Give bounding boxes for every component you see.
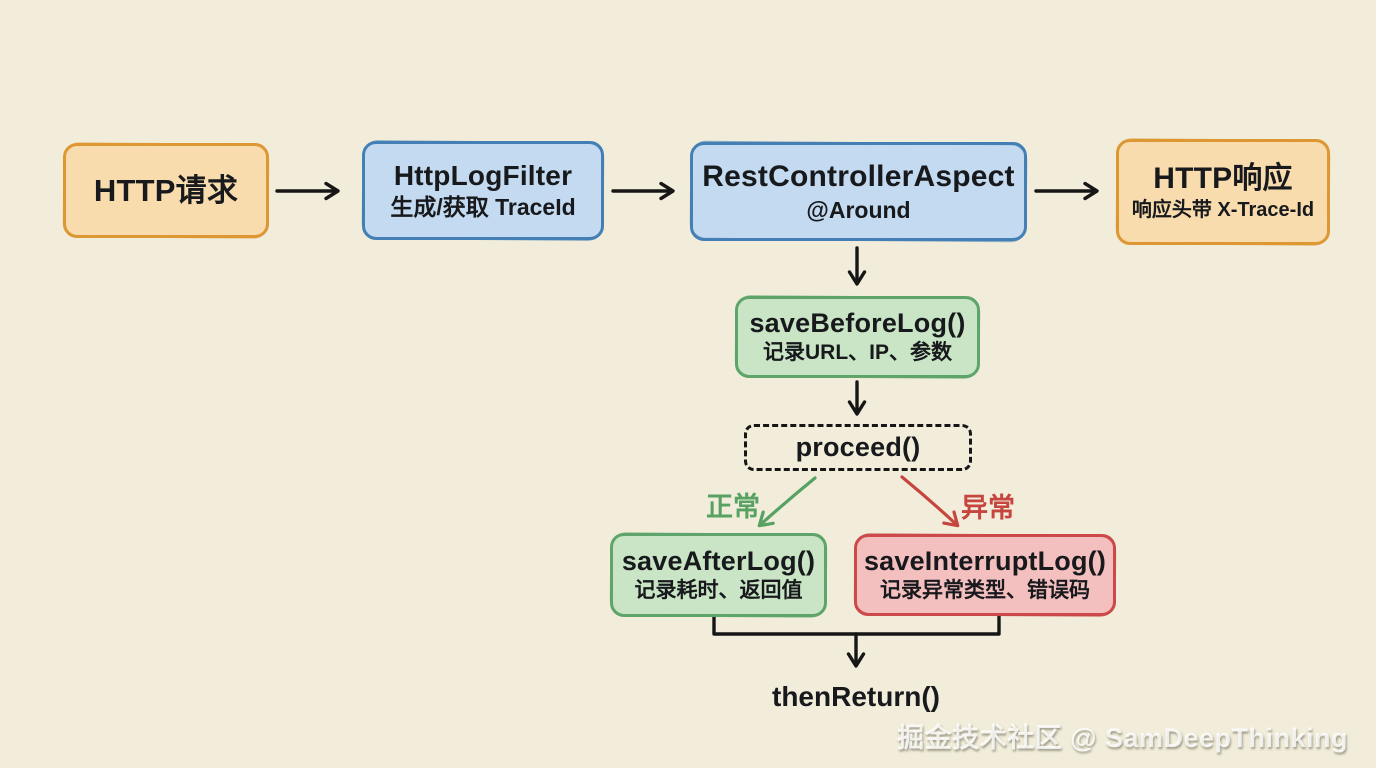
node-save-after-log: saveAfterLog() 记录耗时、返回值 (610, 533, 827, 617)
node-proceed-title: proceed() (795, 431, 921, 462)
node-save-before-log-subtitle: 记录URL、IP、参数 (763, 341, 952, 365)
node-save-before-log-title: saveBeforeLog() (749, 308, 966, 339)
node-save-after-log-title: saveAfterLog() (621, 546, 816, 577)
node-rest-controller-aspect-subtitle: @Around (806, 196, 911, 223)
node-http-request-title: HTTP请求 (93, 172, 239, 208)
node-save-before-log: saveBeforeLog() 记录URL、IP、参数 (735, 296, 980, 378)
watermark: 掘金技术社区 @ SamDeepThinking (897, 723, 1348, 753)
node-save-after-log-subtitle: 记录耗时、返回值 (634, 579, 803, 603)
arrow-proceed-normal (757, 476, 817, 528)
node-then-return: thenReturn() (772, 681, 940, 712)
arrow-proceed-exception (900, 475, 960, 528)
node-save-interrupt-log-title: saveInterruptLog() (863, 546, 1107, 577)
node-save-interrupt-log-subtitle: 记录异常类型、错误码 (880, 579, 1090, 603)
merge-connector-line (712, 614, 1001, 636)
node-http-response-subtitle: 响应头带 X-Trace-Id (1131, 198, 1315, 221)
node-rest-controller-aspect: RestControllerAspect @Around (690, 142, 1027, 241)
node-http-response-title: HTTP响应 (1153, 162, 1293, 196)
node-http-log-filter: HttpLogFilter 生成/获取 TraceId (362, 141, 604, 240)
node-http-request: HTTP请求 (63, 143, 269, 238)
branch-label-exception: 异常 (961, 493, 1015, 523)
branch-label-normal: 正常 (706, 492, 760, 522)
node-rest-controller-aspect-title: RestControllerAspect (702, 160, 1015, 194)
node-save-interrupt-log: saveInterruptLog() 记录异常类型、错误码 (854, 534, 1116, 616)
node-http-response: HTTP响应 响应头带 X-Trace-Id (1116, 139, 1330, 245)
node-proceed: proceed() (744, 424, 972, 471)
node-http-log-filter-subtitle: 生成/获取 TraceId (390, 194, 576, 221)
node-http-log-filter-title: HttpLogFilter (393, 160, 573, 192)
